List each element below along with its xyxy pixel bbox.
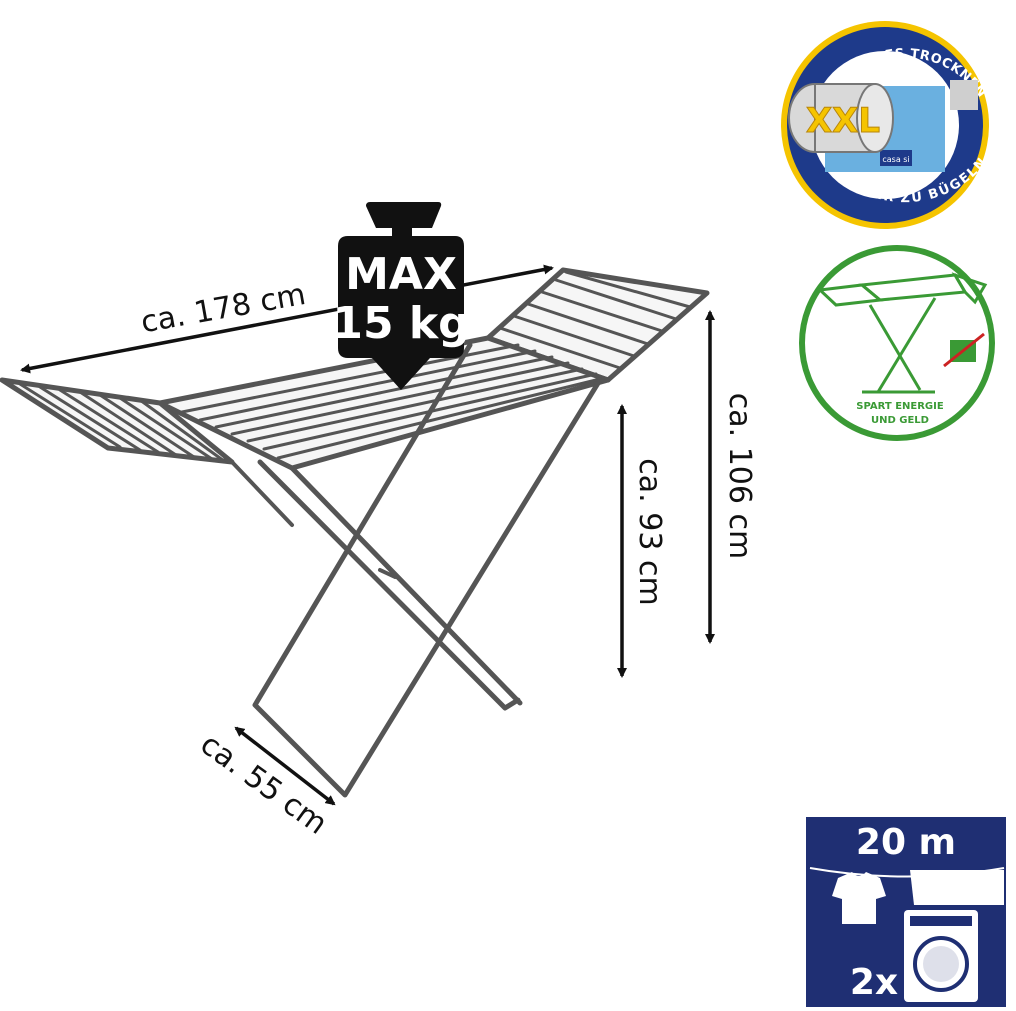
left-wing [0, 377, 235, 465]
depth-arrow [234, 726, 336, 806]
shirt-icon [832, 872, 886, 924]
washing-machine-icon [904, 910, 978, 1002]
weight-icon: MAX 15 kg [332, 202, 470, 390]
badge-xxl-text: XXL [806, 101, 880, 141]
height-rails-label: ca. 93 cm [632, 458, 667, 605]
weight-max-label: MAX [345, 249, 457, 300]
towel-icon [910, 870, 1004, 905]
rack-outline-icon [816, 272, 988, 394]
height-total-label: ca. 106 cm [722, 393, 757, 559]
line-length-box: 20 m 2x [806, 817, 1006, 1007]
weight-value-label: 15 kg [332, 298, 469, 349]
depth-label: ca. 55 cm [194, 727, 334, 842]
no-plug-icon [943, 332, 985, 368]
energy-line2: UND GELD [871, 415, 929, 426]
energy-badge: SPART ENERGIE UND GELD [799, 245, 995, 441]
line-length-label: 20 m [856, 822, 956, 863]
line-multiplier-label: 2x [850, 962, 898, 1003]
badge-brand: casa si [882, 155, 909, 164]
fast-dry-badge: SCHNELLES TROCKNEN LEICHTER ZU BÜGELN ca… [781, 21, 989, 229]
energy-line1: SPART ENERGIE [856, 401, 944, 412]
